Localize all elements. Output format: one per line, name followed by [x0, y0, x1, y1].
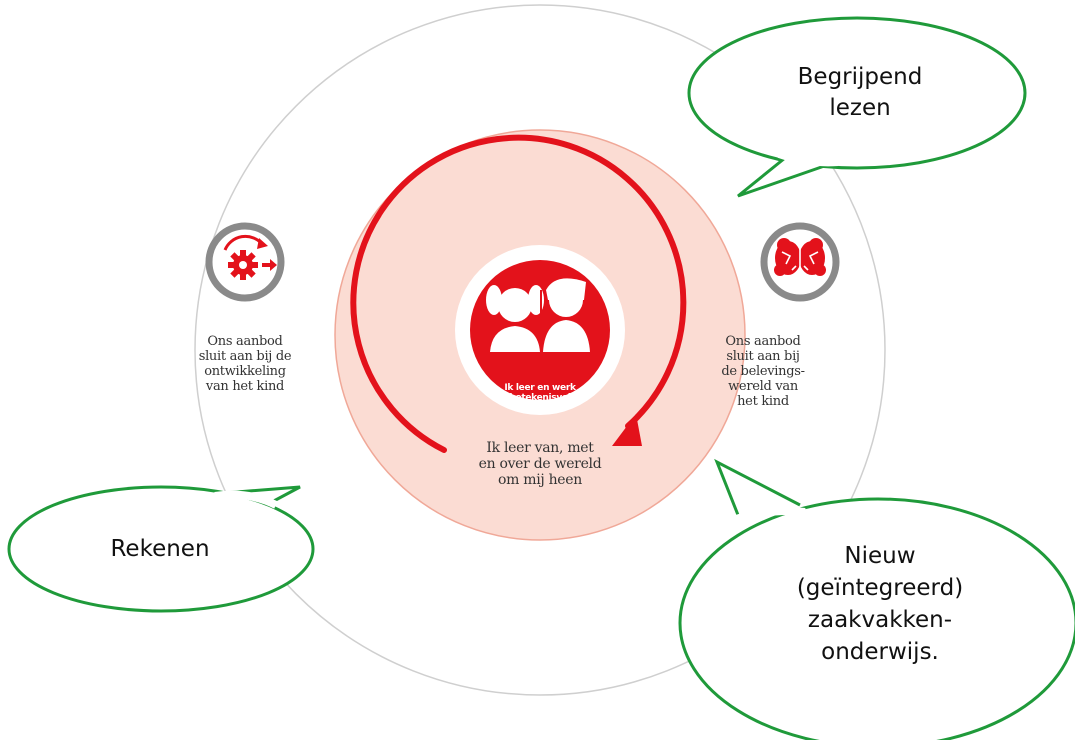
circular-arrow — [350, 134, 687, 453]
circular-arrow-head — [612, 414, 642, 446]
gear-arrow-icon — [205, 222, 285, 302]
brain-icon — [760, 222, 840, 302]
children-badge — [455, 245, 625, 415]
bubble-bottom-right — [678, 458, 1075, 740]
bubble-top-right — [687, 16, 1027, 198]
bubble-left — [7, 485, 315, 613]
